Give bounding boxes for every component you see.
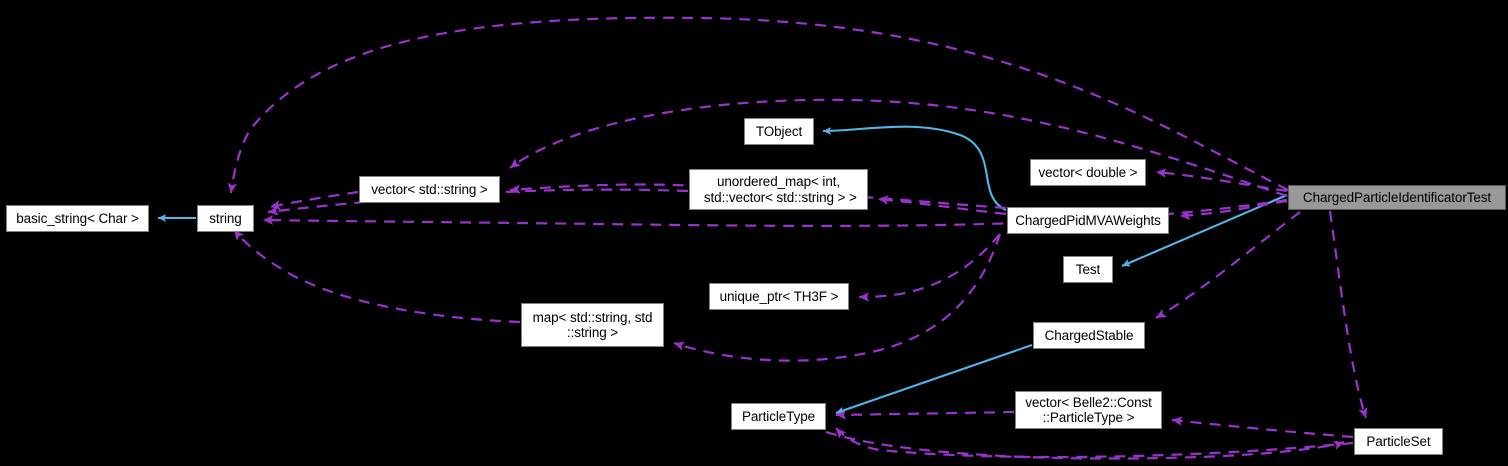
edge-chargedpidmvaweights-to-unordered_map [877, 195, 1007, 216]
edge-vector_particletype-to-particletype [835, 410, 1015, 420]
edge-vector_string-to-string [269, 190, 359, 210]
node-particletype[interactable]: ParticleType [731, 403, 826, 430]
usage-edges [227, 16, 1368, 460]
node-vector_double[interactable]: vector< double > [1030, 159, 1146, 186]
node-label-test: Test [1075, 261, 1101, 277]
node-test[interactable]: Test [1063, 256, 1113, 283]
node-chargedpidmvaweights[interactable]: ChargedPidMVAWeights [1007, 207, 1169, 234]
node-map_string_string[interactable]: map< std::string, std ::string > [521, 303, 664, 347]
node-vector_string[interactable]: vector< std::string > [359, 176, 500, 203]
node-chargedstable[interactable]: ChargedStable [1033, 322, 1145, 349]
edge-chargedpidmvaweights-to-unique_ptr_th3f [858, 233, 1001, 302]
node-label-unordered_map: unordered_map< int, std::vector< std::st… [703, 174, 857, 205]
edge-chargedpidmvaweights-to-tobject [822, 125, 1007, 211]
node-particleset[interactable]: ParticleSet [1354, 428, 1443, 455]
node-basic_string[interactable]: basic_string< Char > [6, 205, 149, 232]
node-label-vector_string: vector< std::string > [371, 181, 488, 197]
node-label-vector_double: vector< double > [1038, 164, 1138, 180]
node-label-unique_ptr_th3f: unique_ptr< TH3F > [719, 288, 839, 304]
node-string[interactable]: string [197, 205, 254, 232]
node-label-basic_string: basic_string< Char > [16, 210, 139, 226]
node-label-string: string [209, 210, 242, 226]
node-label-chargedpidmvaweights: ChargedPidMVAWeights [1015, 212, 1161, 228]
edge-cpit-to-vector_string [509, 98, 1288, 198]
edge-map_string_string-to-string [233, 229, 521, 324]
edge-particleset-to-particletype [835, 427, 1354, 459]
edge-cpit-to-vector_double [1155, 168, 1288, 193]
edge-chargedstable-to-particletype [835, 344, 1033, 415]
edge-cpit-to-string-top [227, 16, 1289, 194]
node-label-particletype: ParticleType [741, 408, 816, 424]
edge-particleset-to-vector_particletype [1171, 416, 1354, 439]
node-label-tobject: TObject [755, 123, 803, 139]
edge-cpit-to-particleset [1328, 210, 1368, 419]
node-label-vector_particletype: vector< Belle2::Const ::ParticleType > [1025, 394, 1152, 425]
edge-cpit-to-chargedstable [1155, 211, 1301, 319]
node-cpit[interactable]: ChargedParticleIdentificatorTest [1288, 185, 1506, 210]
node-label-cpit: ChargedParticleIdentificatorTest [1302, 189, 1492, 205]
node-label-map_string_string: map< std::string, std ::string > [532, 309, 653, 340]
edge-cpit-to-chargedpidmvaweights [1179, 199, 1288, 221]
edge-chargedpidmvaweights-to-map_string_string [673, 233, 1002, 362]
node-unordered_map[interactable]: unordered_map< int, std::vector< std::st… [689, 169, 868, 210]
edge-particletype-to-particleset [825, 430, 1345, 460]
node-label-chargedstable: ChargedStable [1044, 327, 1134, 343]
node-vector_particletype[interactable]: vector< Belle2::Const ::ParticleType > [1015, 391, 1162, 429]
node-tobject[interactable]: TObject [744, 118, 814, 145]
node-label-particleset: ParticleSet [1366, 433, 1431, 449]
node-unique_ptr_th3f[interactable]: unique_ptr< TH3F > [709, 283, 849, 310]
